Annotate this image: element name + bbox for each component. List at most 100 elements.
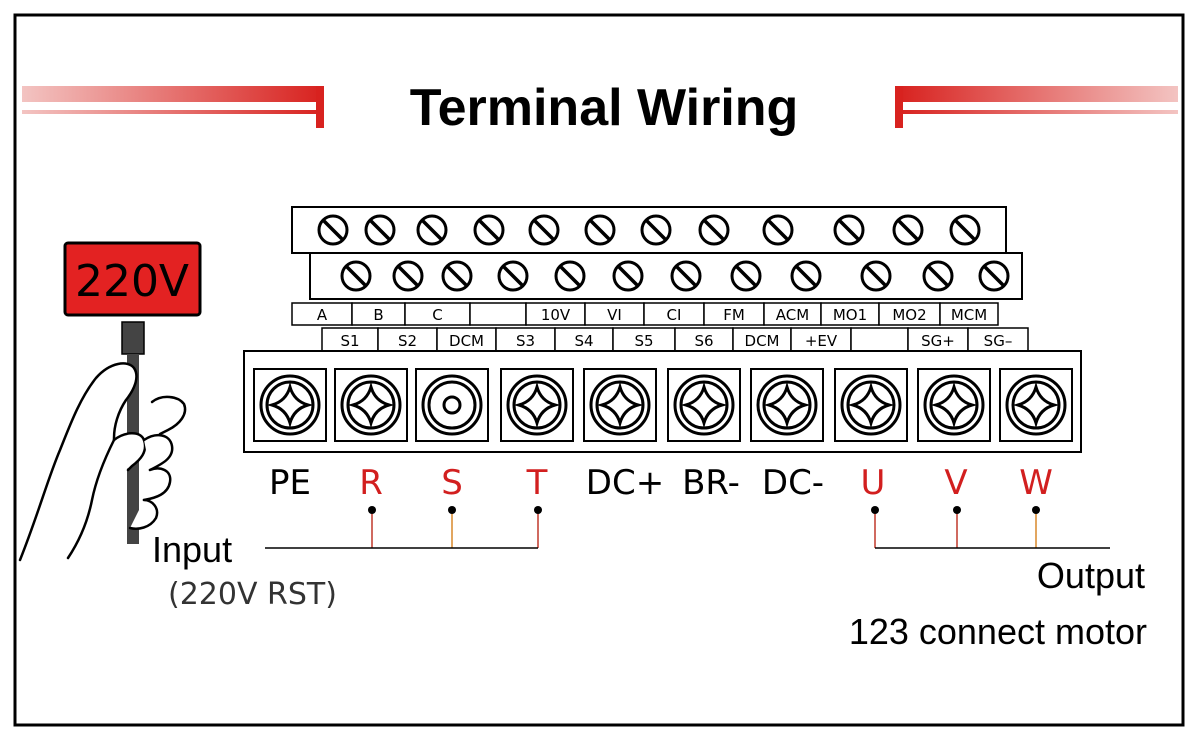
control-row2-screw-icon xyxy=(392,260,424,292)
control-row1-screw-icon xyxy=(698,214,730,246)
control-label-row2-label: SG– xyxy=(984,332,1013,350)
power-terminal-dc-cross-icon xyxy=(583,368,657,442)
control-label-row2-cell: S1 xyxy=(321,327,379,352)
voltage-badge-label: 220V xyxy=(75,256,189,307)
power-terminal-label: V xyxy=(944,463,967,503)
control-row2-screw-icon xyxy=(790,260,822,292)
power-terminal-v-cross-icon xyxy=(917,368,991,442)
input-sublabel: (220V RST) xyxy=(168,577,337,612)
control-row2-screw-icon xyxy=(612,260,644,292)
control-row1-screw-icon xyxy=(317,214,349,246)
control-label-row2-label: S5 xyxy=(634,332,653,350)
power-terminal-label: U xyxy=(861,463,886,503)
control-label-row1-label: MCM xyxy=(951,306,987,324)
control-label-row2-cell: SG+ xyxy=(907,327,969,352)
control-label-row2-cell: DCM xyxy=(732,327,792,352)
control-label-row2-cell xyxy=(850,327,909,352)
power-terminal-label: T xyxy=(526,463,548,503)
control-label-row1-cell: C xyxy=(404,302,471,326)
control-row2-screw-icon xyxy=(554,260,586,292)
control-label-row2-cell: S5 xyxy=(612,327,676,352)
hand-icon xyxy=(18,362,187,562)
control-label-row2-cell: +EV xyxy=(790,327,852,352)
control-label-row2-label: S4 xyxy=(574,332,593,350)
control-row1-screw-icon xyxy=(949,214,981,246)
control-row2-screw-icon xyxy=(340,260,372,292)
power-terminal-label: BR- xyxy=(682,463,740,503)
input-label: Input xyxy=(152,529,232,570)
input-wiring xyxy=(265,506,542,549)
control-label-row2-cell: S2 xyxy=(377,327,438,352)
control-row2-screw-icon xyxy=(978,260,1010,292)
control-label-row1-cell: MO2 xyxy=(878,302,941,326)
control-label-row2-label: S2 xyxy=(398,332,417,350)
control-row1-screw-icon xyxy=(416,214,448,246)
control-label-row1-label: B xyxy=(373,306,383,324)
output-label: Output xyxy=(1037,555,1145,596)
title-stripe-right xyxy=(895,86,1178,128)
control-label-row2-label: S6 xyxy=(694,332,713,350)
control-label-row2-cell: DCM xyxy=(436,327,497,352)
control-block-row2 xyxy=(309,252,1023,300)
control-row1-screw-icon xyxy=(833,214,865,246)
power-terminal-br-cross-icon xyxy=(667,368,741,442)
power-terminal-label: DC+ xyxy=(586,463,664,503)
control-row1-screw-icon xyxy=(528,214,560,246)
control-label-row2-label: +EV xyxy=(805,332,838,350)
power-terminal-label: W xyxy=(1019,463,1053,503)
control-label-row1-cell: FM xyxy=(703,302,765,326)
control-label-row1-cell: ACM xyxy=(763,302,822,326)
control-label-row1-label: CI xyxy=(667,306,682,324)
power-terminal-w-cross-icon xyxy=(999,368,1073,442)
control-row2-screw-icon xyxy=(670,260,702,292)
control-label-row2-label: DCM xyxy=(745,332,780,350)
control-row2-screw-icon xyxy=(497,260,529,292)
control-label-row1-cell: A xyxy=(291,302,353,326)
control-label-row1-label: ACM xyxy=(776,306,809,324)
control-row1-screw-icon xyxy=(892,214,924,246)
control-label-row2-label: DCM xyxy=(449,332,484,350)
control-label-row1-cell: MO1 xyxy=(820,302,880,326)
control-row1-screw-icon xyxy=(364,214,396,246)
control-label-row1-label: VI xyxy=(607,306,622,324)
power-terminal-dc-cross-icon xyxy=(750,368,824,442)
control-label-row1-label: MO2 xyxy=(892,306,926,324)
control-row2-screw-icon xyxy=(860,260,892,292)
control-label-row2-cell: S3 xyxy=(495,327,556,352)
control-label-row1-cell: CI xyxy=(643,302,705,326)
power-terminal-label: R xyxy=(359,463,383,503)
control-label-row1-label: FM xyxy=(723,306,745,324)
control-row1-screw-icon xyxy=(584,214,616,246)
control-label-row2-cell: SG– xyxy=(967,327,1029,352)
control-label-row1-cell: MCM xyxy=(939,302,999,326)
control-label-row1-label: C xyxy=(432,306,442,324)
control-row2-screw-icon xyxy=(922,260,954,292)
control-row2-screw-icon xyxy=(441,260,473,292)
power-terminal-t-cross-icon xyxy=(500,368,574,442)
control-row1-screw-icon xyxy=(640,214,672,246)
control-label-row1-label: 10V xyxy=(541,306,571,324)
control-label-row1-cell: VI xyxy=(584,302,645,326)
output-wiring xyxy=(871,506,1110,549)
control-label-row2-label: S3 xyxy=(516,332,535,350)
control-label-row2-cell: S6 xyxy=(674,327,734,352)
voltage-badge: 220V xyxy=(63,241,202,317)
control-block-row1 xyxy=(291,206,1007,254)
control-row1-screw-icon xyxy=(762,214,794,246)
control-row2-screw-icon xyxy=(730,260,762,292)
control-label-row1-cell: B xyxy=(351,302,406,326)
title-stripe-left xyxy=(22,86,324,128)
control-label-row1-label: A xyxy=(317,306,328,324)
power-terminal-s-circle-icon xyxy=(415,368,489,442)
power-terminal-label: S xyxy=(441,463,463,503)
power-terminal-label: DC- xyxy=(762,463,824,503)
control-label-row1-cell xyxy=(469,302,527,326)
control-label-row2-label: SG+ xyxy=(921,332,955,350)
control-row1-screw-icon xyxy=(473,214,505,246)
control-label-row1-cell: 10V xyxy=(525,302,586,326)
power-terminal-pe-cross-icon xyxy=(253,368,327,442)
output-sublabel: 123 connect motor xyxy=(849,611,1147,652)
power-terminal-u-cross-icon xyxy=(834,368,908,442)
control-label-row2-cell: S4 xyxy=(554,327,614,352)
